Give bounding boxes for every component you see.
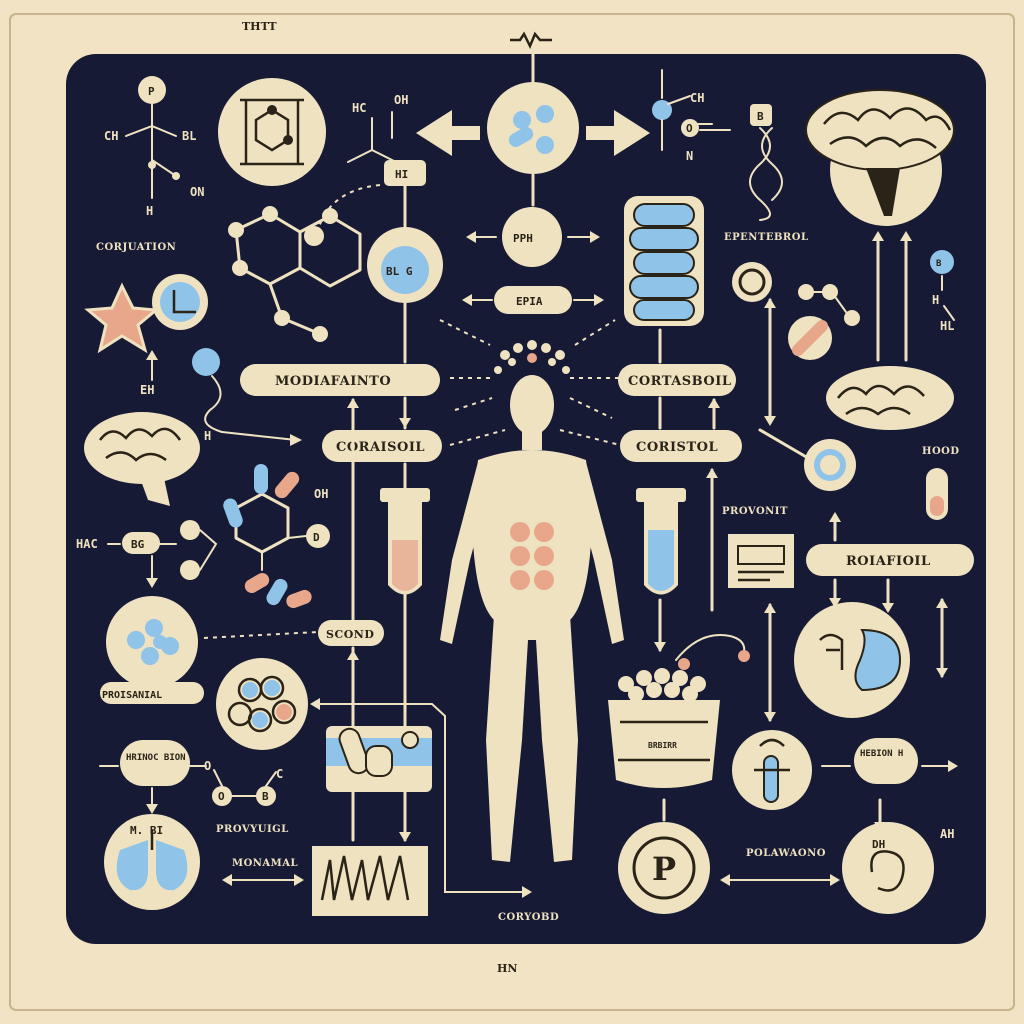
on-text: ON [190,185,204,199]
h-text-1: H [146,204,153,218]
coristol-node [620,430,742,462]
epia-node [494,286,572,314]
polawaono-label: POLAWAONO [746,848,826,859]
ring-icon [732,262,772,302]
bl-text: BL [182,129,196,143]
ch-text: CH [104,129,118,143]
p-atom: P [148,85,155,98]
human-figure [439,319,624,862]
provonit-label: PROVONIT [722,506,788,517]
molecule-right [788,284,860,360]
hebion-label: HEBION H [860,749,903,759]
b-atom: B [757,110,764,123]
bg-atom: BG [131,538,145,551]
blg-label: BL G [386,265,413,278]
o-text-2: O [204,759,211,773]
hexagon-molecule [228,206,362,342]
brain-mid-right-icon [826,366,954,430]
scond-label: SCOND [326,628,374,641]
small-molecule-bottom: O B O C [204,759,283,806]
provyuigl-label: PROVYUIGL [216,824,289,835]
top-waveform-icon [510,31,552,50]
coryobd-label: CORYOBD [498,912,559,923]
hrinoc-bion-node [120,740,190,786]
h-small-text: H [204,429,211,443]
monamal-label: MONAMAL [232,858,298,869]
roiafioil-label: ROIAFIOIL [846,554,931,569]
cortasboil-node [618,364,736,396]
molecule-circle-1 [218,78,326,186]
modafainto-label: MODIAFAINTO [275,374,391,389]
hebion-node [854,738,918,784]
hl-text: HL [940,319,954,333]
paper-frame [9,13,1015,1011]
ah-text: AH [940,827,954,841]
n-text: N [686,149,693,163]
hc-text: HC [352,101,366,115]
o-atom-1: O [218,790,225,803]
blue-atom-left [192,348,220,376]
supplement-jar-icon: BRBIRR [608,634,750,788]
p-circle [618,822,710,914]
test-tube-right [636,488,686,595]
footer-label: HN [497,962,517,975]
blue-atom-top [652,100,672,120]
hi-text: HI [395,168,408,181]
right-arrow-icon [614,110,650,156]
wave-chart-box [312,846,428,916]
blue-atom-right [930,250,954,274]
hac-text: HAC [76,537,98,551]
ch-text-2: CH [690,91,704,105]
b-atom-2: B [936,259,942,269]
epentebrol-label: EPENTEBROL [724,232,808,243]
dh-circle [842,822,934,914]
o-atom-2: O [686,122,693,135]
top-label: THTT [242,20,277,33]
h-text-2: H [932,293,939,307]
coraisoil-label: CORAISOIL [336,440,425,455]
corjuation-label: CORJUATION [96,242,176,253]
epia-label: EPIA [516,295,543,308]
brain-left-icon [84,412,200,506]
test-tube-left [380,488,430,595]
oh-text-2: OH [314,487,328,501]
cortasboil-label: CORTASBOIL [628,374,731,389]
kidney-circle [794,602,910,718]
jar-label: BRBIRR [648,741,677,750]
pill-molecule-left: D [223,464,330,609]
d-atom-left: D [313,531,320,544]
coristol-label: CORISTOL [636,440,718,455]
hod-label: HOOD [922,446,960,457]
vertebra-stack-icon [624,196,704,326]
pph-node [502,207,562,267]
b-atom-1: B [262,790,269,803]
oh-text: OH [394,93,408,107]
eh-text: EH [140,383,154,397]
scond-node [318,620,384,646]
dh-text: DH [872,838,885,851]
brain-top-right-icon [805,89,955,216]
m-bi-text: M. BI [130,824,163,837]
cells-circle-2 [216,658,308,750]
left-arrow-icon [416,110,452,156]
hrinoc-bion-label: HRINOC BION [126,753,186,763]
modafainto-node [240,364,440,396]
capsule-circle-icon [487,82,579,174]
cells-circle [106,596,198,688]
c-text: C [276,767,283,781]
roiafioil-node [806,544,974,576]
star-icon [84,282,160,354]
p-letter: P [652,850,676,888]
pph-label: PPH [513,232,533,245]
proisanial-label: PROISANIAL [102,690,162,701]
